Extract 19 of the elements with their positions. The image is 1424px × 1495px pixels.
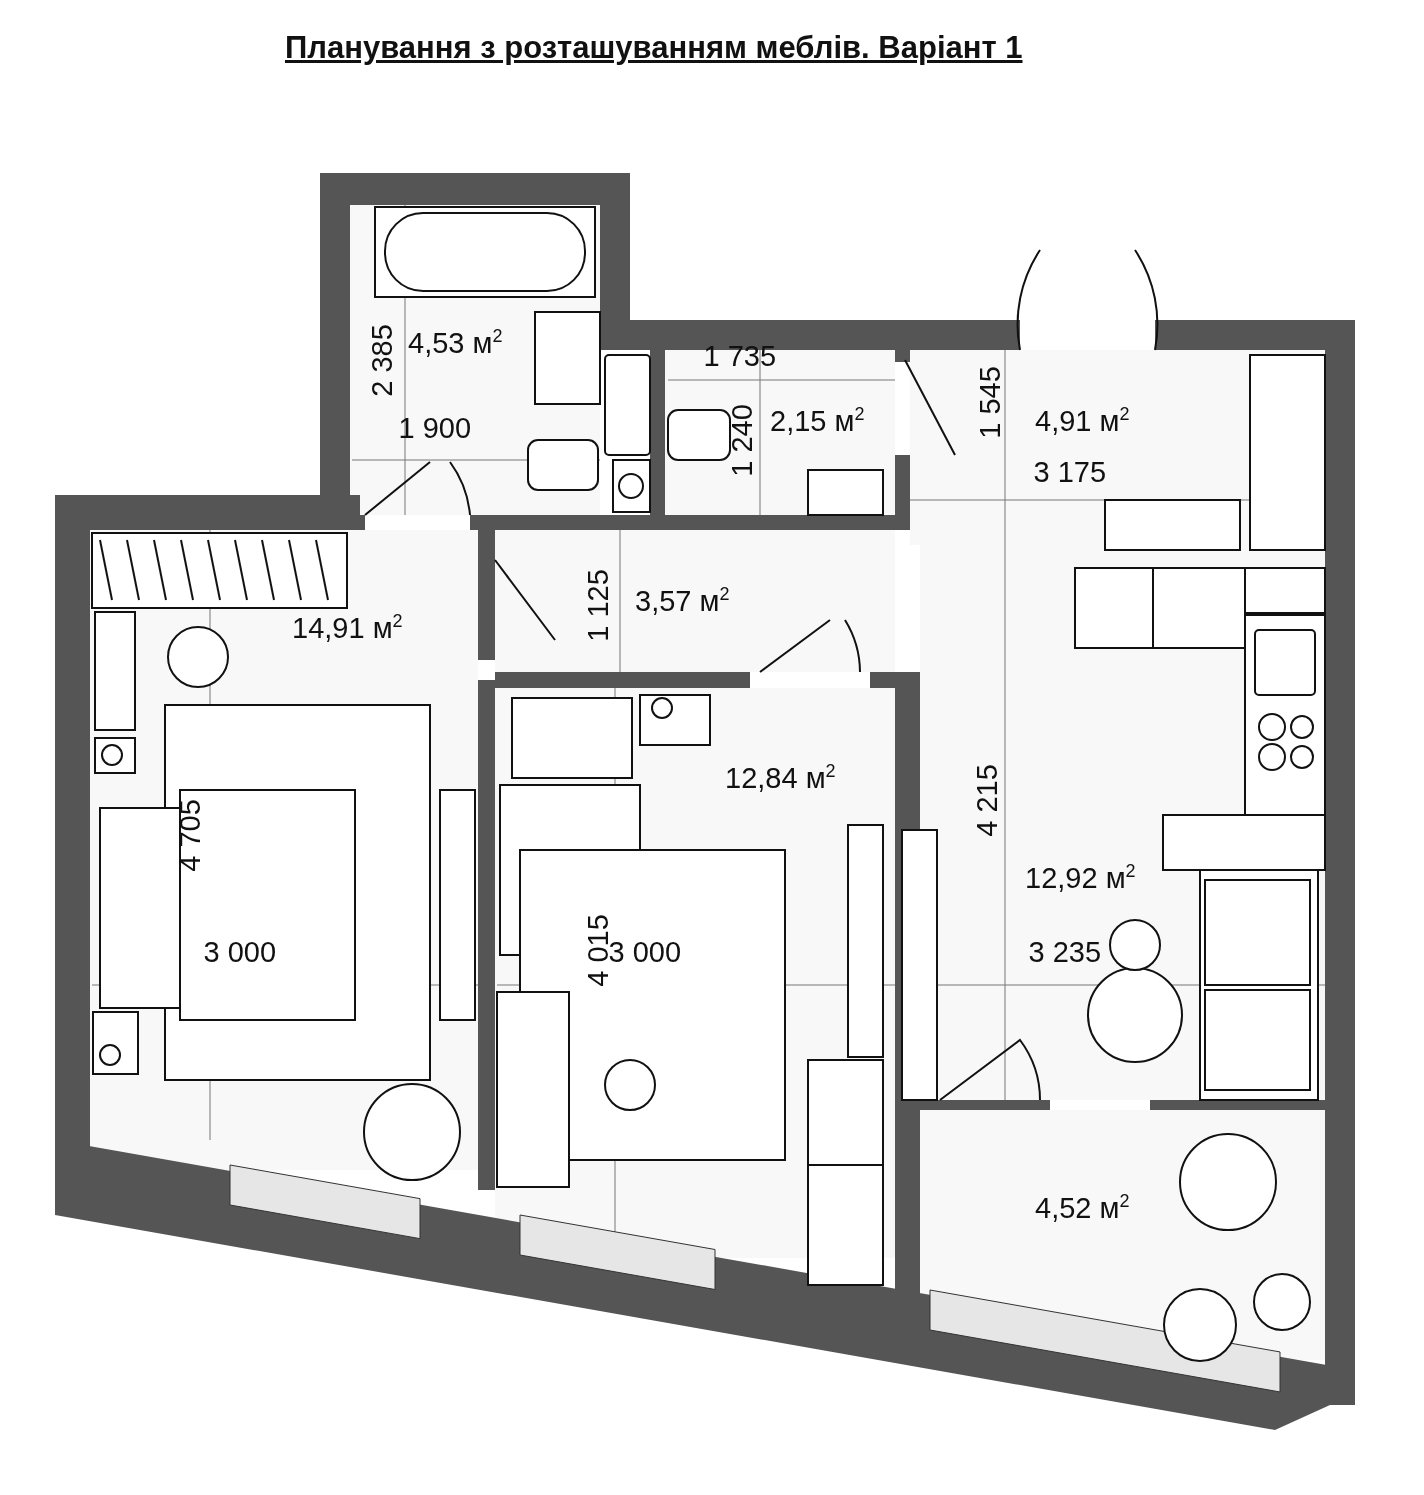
dimension-text: 3 175 xyxy=(1033,457,1107,487)
room-area: 4,53 м$^{2}$ xyxy=(408,327,503,358)
room-area: 2,15 м$^{2}$ xyxy=(770,405,865,436)
dimension-text: 4 215 xyxy=(972,763,1002,837)
room-area: 4,52 м$^{2}$ xyxy=(1035,1192,1130,1223)
room-floor xyxy=(495,530,895,672)
room-area: 4,91 м$^{2}$ xyxy=(1035,405,1130,436)
dimension-text: 3 235 xyxy=(1028,937,1102,967)
dimension-text: 1 125 xyxy=(583,568,613,642)
room-area: 14,91 м$^{2}$ xyxy=(292,612,403,643)
dimension-text: 1 240 xyxy=(727,403,757,477)
room-area: 12,84 м$^{2}$ xyxy=(725,762,836,793)
plan-title: Планування з розташуванням меблів. Варіант 1 xyxy=(285,29,1024,67)
dimension-text: 1 900 xyxy=(398,413,472,443)
dimension-text: 3 000 xyxy=(203,937,277,967)
room-area: 3,57 м$^{2}$ xyxy=(635,585,730,616)
room-area: 12,92 м$^{2}$ xyxy=(1025,862,1136,893)
dimension-text: 1 545 xyxy=(975,365,1005,439)
dimension-text: 2 385 xyxy=(367,323,397,397)
